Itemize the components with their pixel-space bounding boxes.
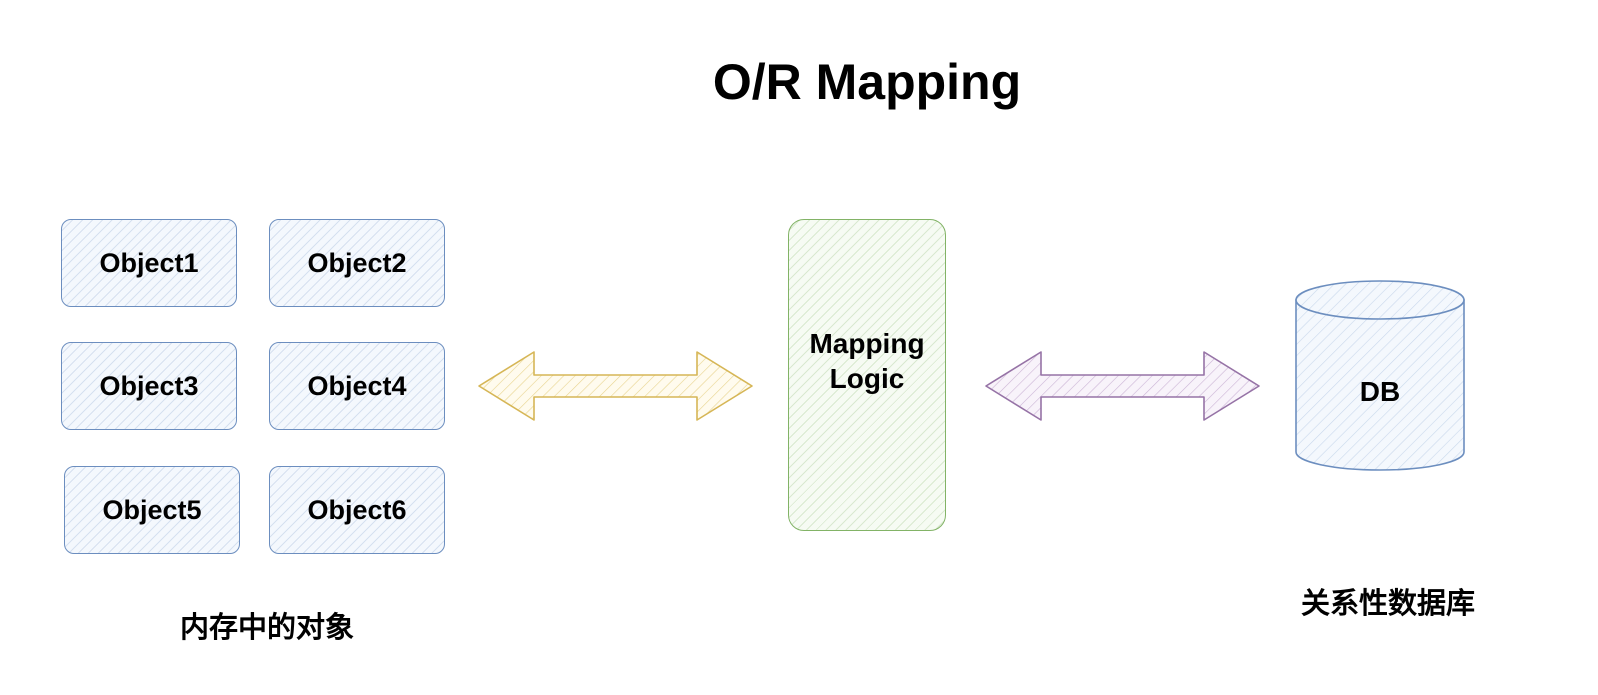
right-double-arrow [985, 351, 1260, 421]
object-box-2: Object2 [269, 219, 445, 307]
diagram-title: O/R Mapping [712, 54, 1022, 110]
mapping-logic-line2: Logic [829, 363, 905, 394]
database-caption: 关系性数据库 [1301, 586, 1476, 620]
database-cylinder [1295, 280, 1465, 471]
mapping-logic-line1: Mapping [809, 328, 925, 359]
objects-caption: 内存中的对象 [180, 610, 355, 644]
object-box-5: Object5 [64, 466, 240, 554]
object-box-4: Object4 [269, 342, 445, 430]
left-double-arrow [478, 351, 753, 421]
object-box-1: Object1 [61, 219, 237, 307]
mapping-logic-box: Mapping Logic [788, 219, 946, 531]
db-label: DB [1359, 376, 1401, 407]
object-box-3: Object3 [61, 342, 237, 430]
object-box-6: Object6 [269, 466, 445, 554]
